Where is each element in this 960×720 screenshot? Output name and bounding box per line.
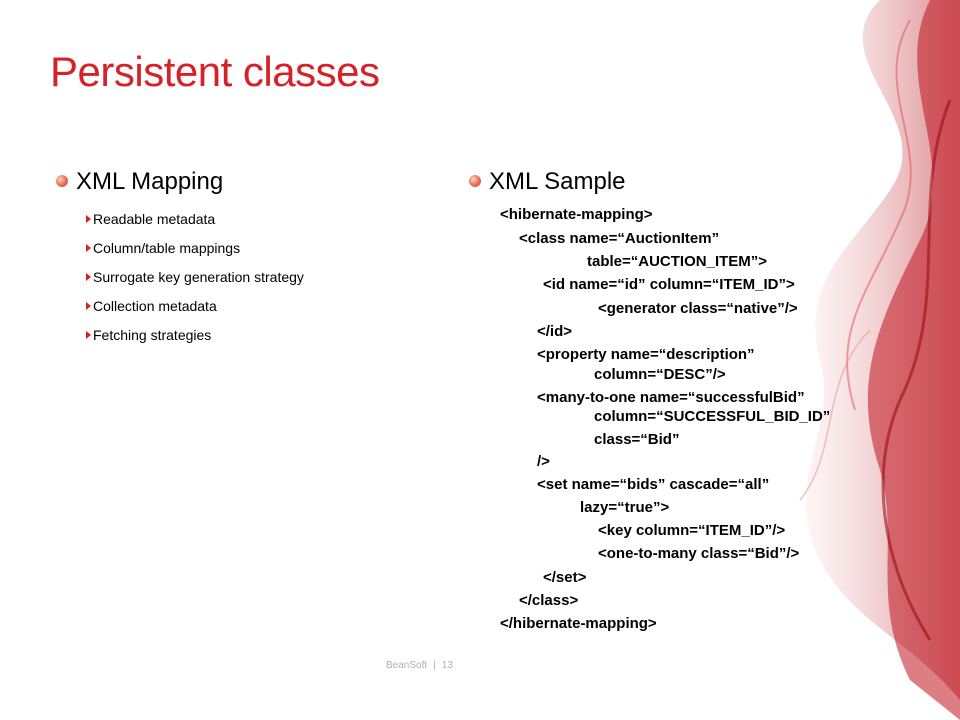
bullet-icon	[56, 175, 68, 187]
red-smoke-decoration	[799, 0, 960, 720]
mapping-feature-list: Readable metadata Column/table mappings …	[86, 209, 304, 354]
left-column-heading: XML Mapping	[56, 168, 224, 196]
slide-footer: BeanSoft | 13	[386, 660, 453, 671]
code-line: lazy=“true”>	[580, 499, 670, 516]
code-line: <hibernate-mapping>	[500, 206, 653, 223]
list-item: Fetching strategies	[86, 325, 304, 354]
code-line: <class name=“AuctionItem”	[519, 230, 720, 247]
code-line: table=“AUCTION_ITEM”>	[587, 253, 768, 270]
code-line: <generator class=“native”/>	[598, 300, 798, 317]
slide-title: Persistent classes	[50, 48, 380, 95]
code-line: <one-to-many class=“Bid”/>	[598, 545, 800, 562]
code-line: column=“DESC”/>	[594, 366, 726, 383]
code-line: column=“SUCCESSFUL_BID_ID”	[594, 408, 831, 425]
code-line: <set name=“bids” cascade=“all”	[537, 476, 770, 493]
left-heading-text: XML Mapping	[76, 168, 224, 195]
list-item: Collection metadata	[86, 296, 304, 325]
code-line: </id>	[537, 323, 573, 340]
code-line: </class>	[519, 592, 579, 609]
code-line: <property name=“description”	[537, 346, 755, 363]
list-item: Surrogate key generation strategy	[86, 267, 304, 296]
code-line: </hibernate-mapping>	[500, 615, 657, 632]
footer-brand: BeanSoft	[386, 660, 428, 671]
bullet-icon	[469, 175, 481, 187]
triangle-bullet-icon	[86, 215, 91, 223]
triangle-bullet-icon	[86, 331, 91, 339]
footer-separator: |	[433, 660, 436, 671]
triangle-bullet-icon	[86, 273, 91, 281]
triangle-bullet-icon	[86, 302, 91, 310]
triangle-bullet-icon	[86, 244, 91, 252]
code-line: />	[537, 453, 550, 470]
list-item: Column/table mappings	[86, 238, 304, 267]
list-item: Readable metadata	[86, 209, 304, 238]
right-column-heading: XML Sample	[469, 168, 626, 196]
code-line: </set>	[543, 569, 587, 586]
code-line: <id name=“id” column=“ITEM_ID”>	[543, 276, 795, 293]
code-line: <key column=“ITEM_ID”/>	[598, 522, 786, 539]
page-number: 13	[441, 660, 453, 671]
code-line: <many-to-one name=“successfulBid”	[537, 389, 805, 406]
right-heading-text: XML Sample	[489, 168, 626, 195]
code-line: class=“Bid”	[594, 431, 680, 448]
